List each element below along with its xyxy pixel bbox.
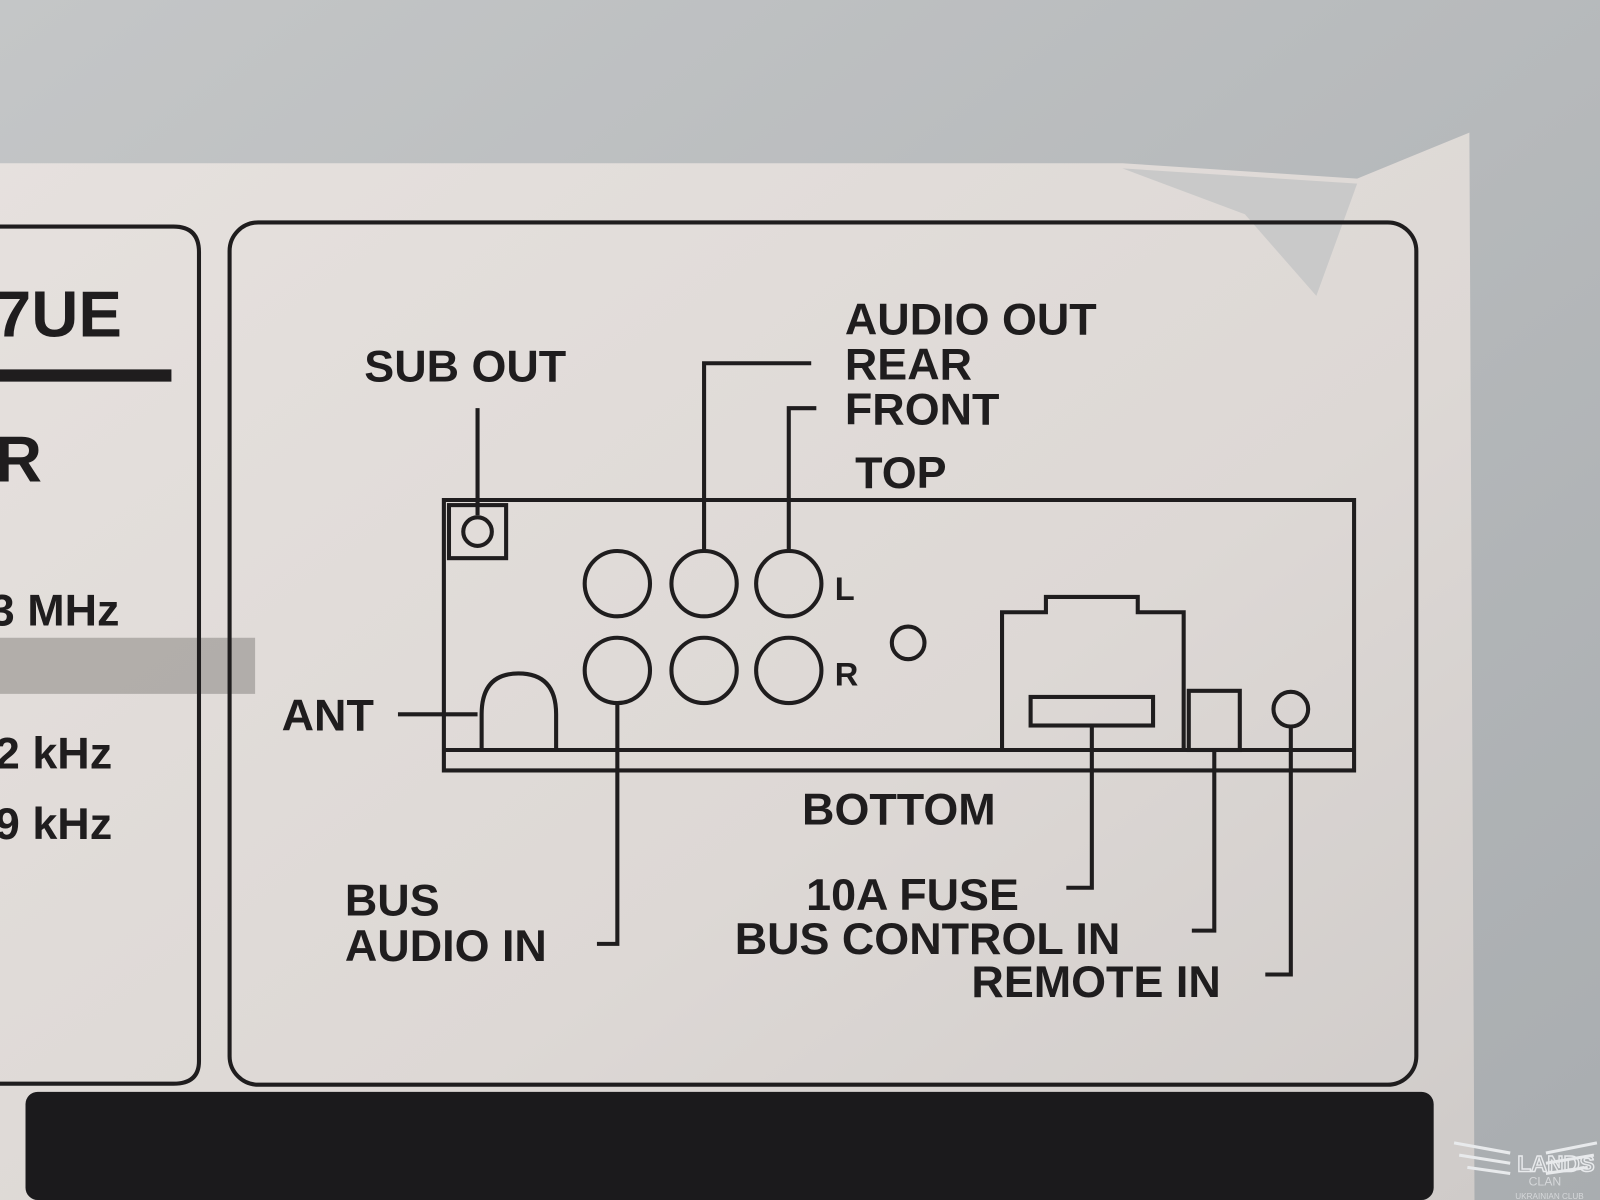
rear-label: REAR (845, 339, 972, 390)
power-connector (1000, 594, 1186, 750)
bus-audio-in-label-2: AUDIO IN (345, 920, 547, 971)
audio-out-label: AUDIO OUT (845, 294, 1097, 345)
rca-jack (669, 635, 739, 706)
watermark-brand: LANDS (1517, 1151, 1594, 1176)
small-hole (889, 624, 927, 662)
freq-khz-1: 2 kHz (0, 727, 112, 778)
freq-mhz: 3 MHz (0, 585, 119, 636)
watermark-logo: LANDS CLAN UKRAINIAN CLUB (1453, 1141, 1598, 1200)
rca-jack (754, 635, 824, 706)
left-channel-label: L (835, 570, 855, 607)
bus-audio-in-label-1: BUS (345, 874, 440, 925)
bottom-label: BOTTOM (802, 783, 996, 834)
freq-khz-2: 9 kHz (0, 798, 112, 849)
panel-letter: R (0, 423, 42, 496)
bus-control-in-label: BUS CONTROL IN (735, 913, 1121, 964)
sub-out-label: SUB OUT (364, 341, 566, 392)
rca-jack (582, 548, 653, 619)
sub-out-jack (461, 515, 494, 548)
black-bar (25, 1091, 1434, 1200)
watermark-tagline: UKRAINIAN CLUB (1515, 1192, 1584, 1200)
ant-label: ANT (282, 690, 374, 741)
fuse-label: 10A FUSE (806, 869, 1019, 920)
torn-corner (1122, 168, 1358, 296)
model-suffix: 7UE (0, 278, 122, 351)
diagram-frame (227, 220, 1419, 1087)
smudge (0, 637, 256, 694)
remote-in-label: REMOTE IN (971, 956, 1220, 1007)
antenna-jack (479, 671, 559, 750)
right-channel-label: R (835, 656, 859, 693)
left-spec-panel: 7UE R 3 MHz 2 kHz 9 kHz (0, 224, 202, 1086)
top-label: TOP (855, 447, 946, 498)
watermark-sub: CLAN (1529, 1175, 1562, 1189)
front-label: FRONT (845, 383, 1000, 434)
unit-rear-panel (397, 361, 1357, 977)
